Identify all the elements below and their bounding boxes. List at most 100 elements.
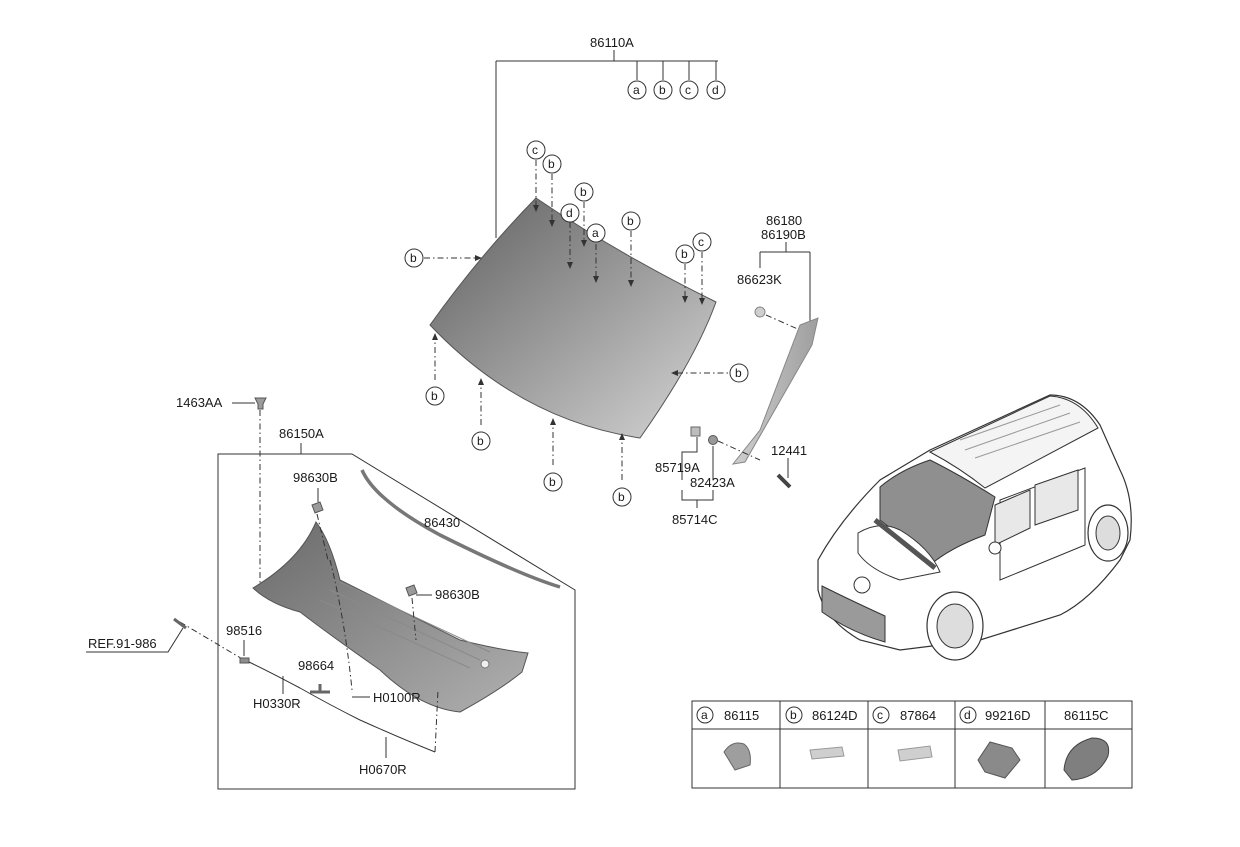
fastener-85719A-part[interactable] xyxy=(690,426,701,437)
part-98516-label[interactable]: 98516 xyxy=(226,623,262,638)
legend-key-d: d xyxy=(964,708,971,722)
wc-text-13: b xyxy=(618,490,625,504)
part-85714C-label[interactable]: 85714C xyxy=(672,512,718,527)
top-ref-d-text: d xyxy=(712,83,719,97)
top-ref-b[interactable]: b xyxy=(653,80,673,100)
pillar-clip-part[interactable] xyxy=(754,306,766,318)
part-86190B-label[interactable]: 86190B xyxy=(761,227,806,242)
hose-H0670R-label[interactable]: H0670R xyxy=(359,762,407,777)
cowl-hole xyxy=(480,659,490,669)
pillar-trim-part[interactable] xyxy=(731,317,819,465)
pillar-leader xyxy=(759,242,811,322)
part-82423A-label[interactable]: 82423A xyxy=(690,475,735,490)
ref-underline xyxy=(86,627,184,653)
legend-cell-b[interactable]: b 86124D xyxy=(785,706,858,760)
legend-key-c: c xyxy=(877,708,883,722)
cowl-box-outline xyxy=(217,443,576,790)
windshield-callout-b3[interactable]: b xyxy=(621,211,641,231)
ref-91-986-label[interactable]: REF.91-986 xyxy=(88,636,157,651)
wc-text-4: d xyxy=(566,206,573,220)
pillar-clip-leader xyxy=(765,314,801,331)
legend-key-b: b xyxy=(790,708,797,722)
bolt-part[interactable] xyxy=(776,473,792,489)
legend-image-99216D xyxy=(977,741,1021,779)
top-ref-c[interactable]: c xyxy=(679,80,699,100)
top-ref-b-text: b xyxy=(659,83,666,97)
windshield-callout-b8[interactable]: b xyxy=(543,472,563,492)
nozzle-left-dash xyxy=(316,513,329,561)
part-86180-label[interactable]: 86180 xyxy=(766,213,802,228)
ref-connector xyxy=(173,617,187,630)
legend-image-86124D xyxy=(809,746,845,760)
windshield-callout-d[interactable]: d xyxy=(560,203,580,223)
hose-line xyxy=(248,661,436,753)
nozzle-left-part[interactable] xyxy=(311,501,324,514)
top-ref-a-text: a xyxy=(633,83,640,97)
vehicle-illustration xyxy=(817,394,1132,661)
part-86623K-label[interactable]: 86623K xyxy=(737,272,782,287)
legend-key-a: a xyxy=(701,708,708,722)
screw-part[interactable] xyxy=(254,397,267,410)
part-86110A-leader xyxy=(495,50,718,238)
legend-part-d: 99216D xyxy=(985,708,1031,723)
wc-text-10: b xyxy=(431,389,438,403)
part-86150A-label[interactable]: 86150A xyxy=(279,426,324,441)
windshield-callout-b5[interactable]: b xyxy=(404,248,424,268)
top-ref-d[interactable]: d xyxy=(706,80,726,100)
legend-cell-c[interactable]: c 87864 xyxy=(872,706,936,762)
top-ref-a[interactable]: a xyxy=(627,80,647,100)
windshield-callout-b4[interactable]: b xyxy=(675,244,695,264)
legend-part-b: 86124D xyxy=(812,708,858,723)
windshield-callout-b7[interactable]: b xyxy=(471,431,491,451)
wc-text-2: b xyxy=(548,157,555,171)
part-86430-label[interactable]: 86430 xyxy=(424,515,460,530)
wc-text-11: b xyxy=(477,434,484,448)
check-valve-part[interactable] xyxy=(310,684,330,694)
valve-part[interactable] xyxy=(239,657,250,664)
wc-text-7: b xyxy=(681,247,688,261)
part-85719A-label[interactable]: 85719A xyxy=(655,460,700,475)
windshield-callout-b1[interactable]: b xyxy=(542,154,562,174)
legend-part-86115C: 86115C xyxy=(1064,708,1109,723)
hose-dash-lower xyxy=(329,559,439,753)
wc-text-3: b xyxy=(580,185,587,199)
fastener-leader xyxy=(717,440,761,461)
windshield-callout-c2[interactable]: c xyxy=(692,232,712,252)
legend-cell-d[interactable]: d 99216D xyxy=(959,706,1031,779)
part-1463AA-label[interactable]: 1463AA xyxy=(176,395,223,410)
legend-cell-86115C[interactable]: 86115C xyxy=(1063,708,1110,781)
part-98664-label[interactable]: 98664 xyxy=(298,658,334,673)
legend-table xyxy=(691,700,1133,789)
legend-image-86115C xyxy=(1063,737,1110,781)
windshield-leaders xyxy=(424,160,737,480)
hose-H0100R-label[interactable]: H0100R xyxy=(373,690,421,705)
top-ref-c-text: c xyxy=(685,83,691,97)
legend-cell-a[interactable]: a 86115 xyxy=(696,706,759,771)
part-12441-label[interactable]: 12441 xyxy=(771,443,807,458)
hose-H0330R-label[interactable]: H0330R xyxy=(253,696,301,711)
legend-image-86115 xyxy=(723,742,751,771)
cowl-panel-part[interactable] xyxy=(252,521,529,713)
windshield-callout-b10[interactable]: b xyxy=(729,363,749,383)
cowl-louver-detail xyxy=(319,581,491,669)
part-98630B-right-label[interactable]: 98630B xyxy=(435,587,480,602)
nozzle-right-part[interactable] xyxy=(405,584,418,597)
legend-part-a: 86115 xyxy=(724,708,759,723)
part-98630B-left-label[interactable]: 98630B xyxy=(293,470,338,485)
windshield-callout-b2[interactable]: b xyxy=(574,182,594,202)
wc-text-1: c xyxy=(532,143,538,157)
wc-text-14: b xyxy=(735,366,742,380)
windshield-callout-a[interactable]: a xyxy=(586,223,606,243)
windshield-callout-b9[interactable]: b xyxy=(612,487,632,507)
fastener-82423A-part[interactable] xyxy=(708,435,718,445)
hose-dash-upper xyxy=(179,621,245,661)
part-86110A-label[interactable]: 86110A xyxy=(590,35,634,50)
wc-text-5: a xyxy=(592,226,599,240)
weatherstrip-part[interactable] xyxy=(360,469,561,589)
windshield-callout-c1[interactable]: c xyxy=(526,140,546,160)
wc-text-9: b xyxy=(410,251,417,265)
legend-image-87864 xyxy=(897,745,933,762)
legend-part-c: 87864 xyxy=(900,708,936,723)
windshield-glass[interactable] xyxy=(429,197,717,439)
windshield-callout-b6[interactable]: b xyxy=(425,386,445,406)
